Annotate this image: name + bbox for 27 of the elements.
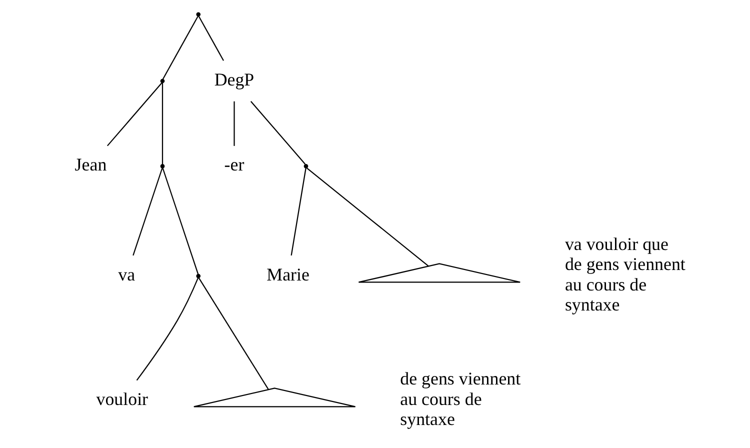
node-text: Marie (266, 264, 309, 284)
node-label: de gens viennent au cours de syntaxe (400, 368, 520, 429)
connector (136, 278, 198, 381)
connector (162, 16, 198, 80)
connector (132, 168, 162, 256)
node-label: va vouloir que de gens viennent au cours de syntaxe (564, 234, 685, 315)
connector (198, 278, 268, 390)
node-point (196, 12, 200, 17)
node-text: va (118, 264, 135, 284)
node-point (160, 164, 164, 168)
connector (290, 168, 306, 256)
node-triangle (358, 263, 520, 283)
node-text: Jean (74, 154, 106, 174)
connector (198, 16, 224, 61)
node-point (160, 78, 164, 84)
node-text: vouloir (96, 388, 148, 409)
node-text: -er (224, 154, 244, 174)
node-text: DegP (214, 69, 254, 90)
node-triangle (192, 388, 356, 408)
node-point (303, 164, 308, 168)
node-point (196, 274, 200, 278)
connector (250, 100, 306, 164)
connector (161, 82, 163, 164)
connector (306, 168, 428, 267)
connector (106, 82, 162, 146)
connector (233, 101, 234, 146)
connector (162, 168, 198, 274)
